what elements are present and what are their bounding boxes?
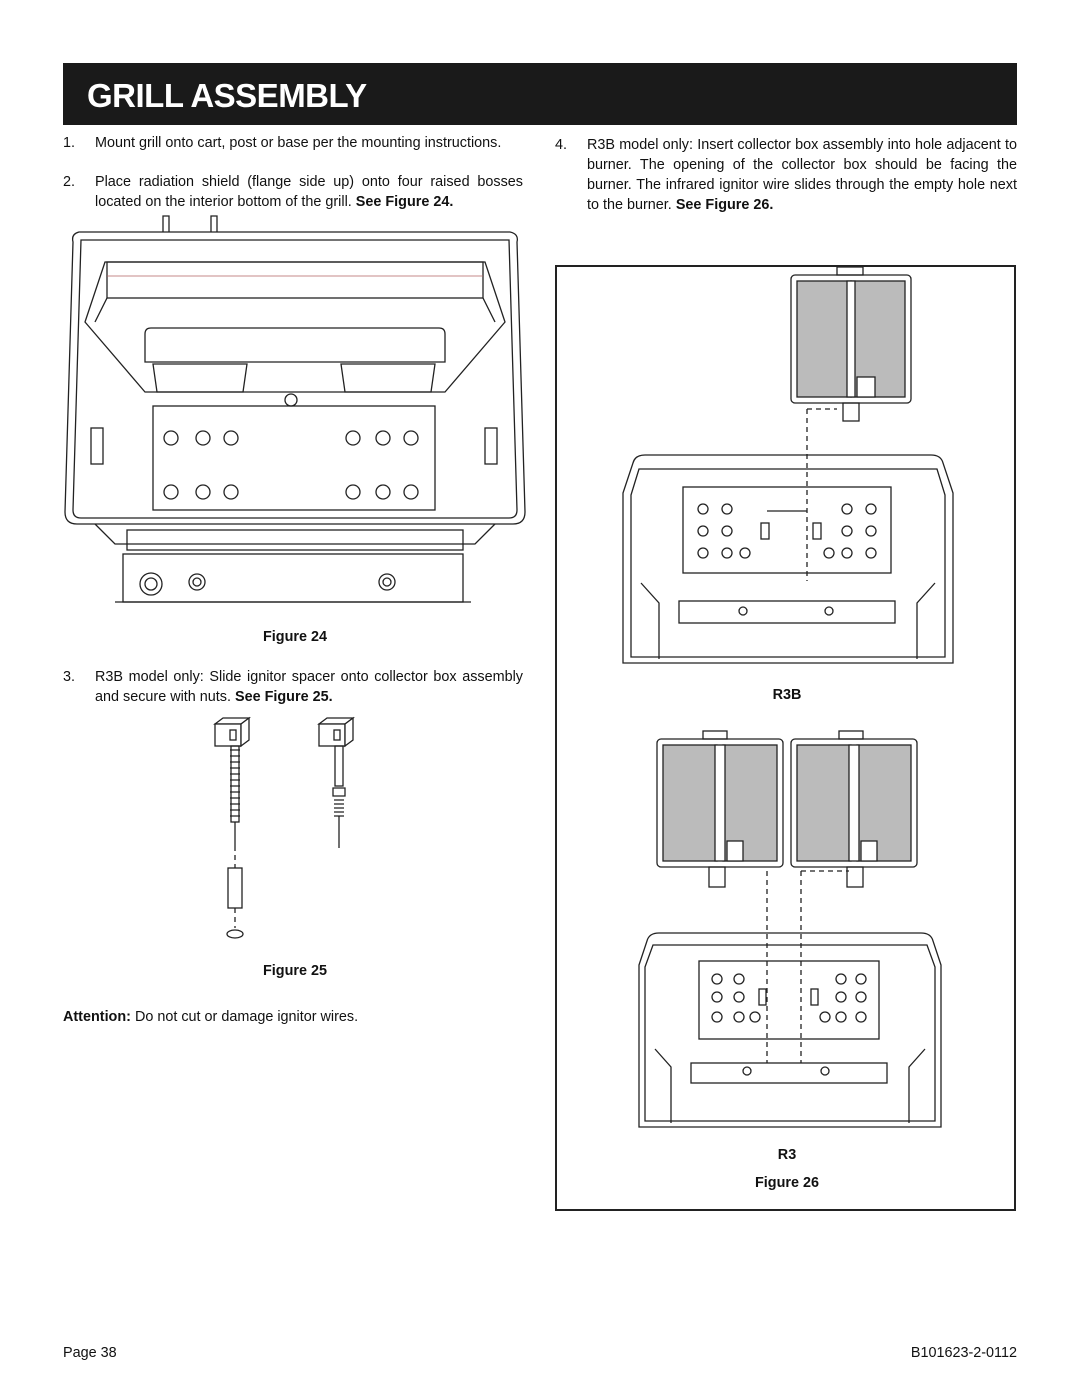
- shield-holes: [163, 430, 419, 500]
- figure-reference: See Figure 24.: [355, 194, 454, 210]
- attention-label: Attention:: [63, 1009, 131, 1025]
- figure-reference: See Figure 25.: [235, 689, 333, 705]
- r3b-grill: [622, 454, 954, 664]
- step-number: 2.: [63, 174, 76, 190]
- step-2: 2. Place radiation shield (flange side u…: [63, 172, 523, 212]
- r3b-collector-box: [790, 266, 912, 422]
- r3-label: R3: [777, 1147, 797, 1163]
- r3-grill: [638, 932, 942, 1128]
- r3b-label: R3B: [772, 687, 802, 703]
- figure-25-ignitor-illustration: [213, 716, 355, 939]
- step-number: 1.: [63, 135, 76, 151]
- attention-text: Do not cut or damage ignitor wires.: [134, 1009, 359, 1025]
- step-text: Mount grill onto cart, post or base per …: [95, 135, 502, 151]
- r3-guide-lines: [766, 870, 849, 1063]
- r3-collector-boxes: [656, 730, 918, 888]
- attention-note: Attention: Do not cut or damage ignitor …: [63, 1009, 358, 1025]
- r3-right-box: [790, 730, 918, 888]
- step-body: R3B model only: Slide ignitor spacer ont…: [95, 669, 523, 705]
- step-body: Place radiation shield (flange side up) …: [95, 174, 523, 210]
- figure-26-caption: Figure 26: [755, 1175, 819, 1191]
- page-number: Page 38: [63, 1345, 117, 1361]
- step-text: R3B model only: Insert collector box ass…: [587, 135, 1017, 215]
- step-body: R3B model only: Insert collector box ass…: [587, 137, 1017, 213]
- section-title: GRILL ASSEMBLY: [87, 77, 367, 114]
- figure-reference: See Figure 26.: [675, 197, 774, 213]
- figure-24-caption: Figure 24: [263, 629, 327, 645]
- document-number: B101623-2-0112: [910, 1345, 1017, 1361]
- step-number: 4.: [555, 137, 568, 153]
- figure-26-box: R3B: [555, 265, 1016, 1211]
- step-text: Place radiation shield (flange side up) …: [95, 172, 523, 212]
- section-header-banner: GRILL ASSEMBLY: [63, 63, 1017, 125]
- step-1: 1. Mount grill onto cart, post or base p…: [63, 133, 523, 173]
- step-text: R3B model only: Slide ignitor spacer ont…: [95, 667, 523, 707]
- figure-25-caption: Figure 25: [263, 963, 327, 979]
- step-3: 3. R3B model only: Slide ignitor spacer …: [63, 667, 523, 707]
- r3b-guide-line: [806, 408, 837, 581]
- step-number: 3.: [63, 669, 76, 685]
- step-4: 4. R3B model only: Insert collector box …: [555, 135, 1017, 215]
- figure-24-grill-illustration: [64, 215, 526, 603]
- r3-left-box: [656, 730, 784, 888]
